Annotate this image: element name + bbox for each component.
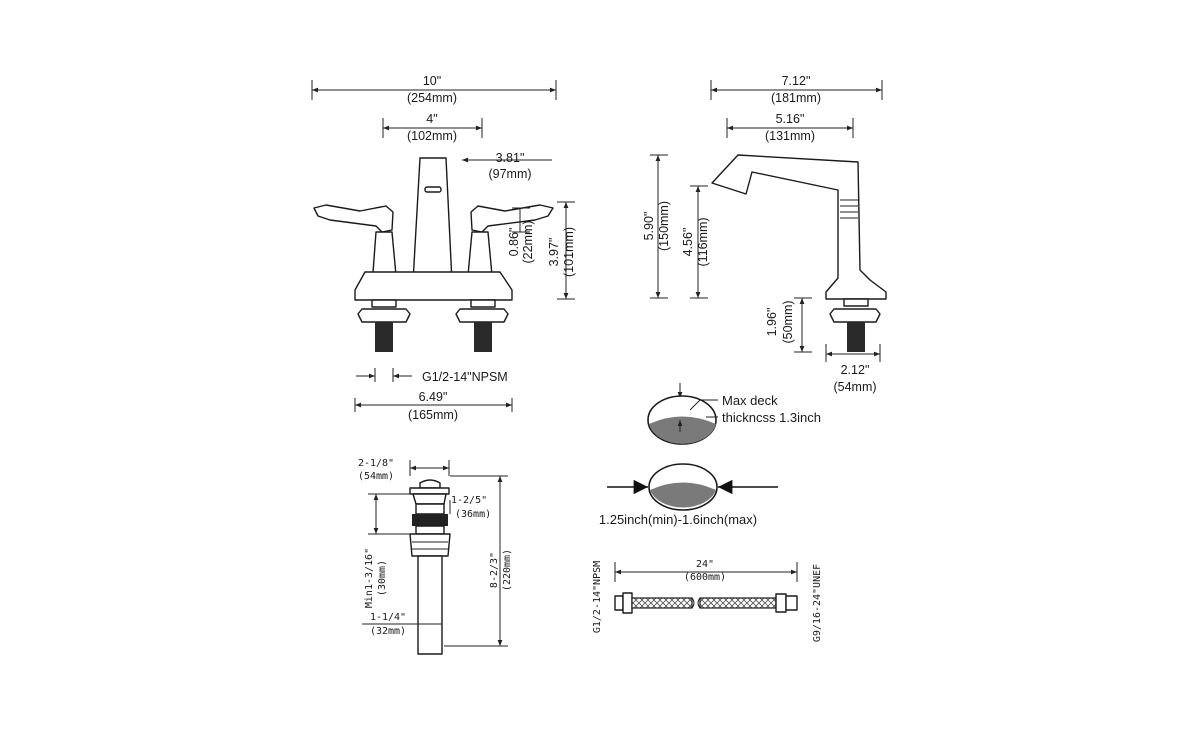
total-depth-in: 7.12" bbox=[782, 74, 811, 88]
spout-reach-in: 5.16" bbox=[776, 112, 805, 126]
handle-height-mm: (22mm) bbox=[521, 220, 535, 263]
total-length-mm: (220mm) bbox=[502, 549, 513, 591]
overall-width-mm: (254mm) bbox=[407, 91, 457, 105]
dim-thread: G1/2-14"NPSM bbox=[356, 368, 508, 384]
dim-shank-spread: 6.49" (165mm) bbox=[354, 390, 513, 422]
flange-width-mm: (54mm) bbox=[358, 471, 394, 482]
dim-total-depth: 7.12" (181mm) bbox=[710, 74, 883, 105]
dim-tail-dia: 1-1/4" (32mm) bbox=[362, 612, 418, 637]
dim-spout-height: 4.56" (116mm) bbox=[681, 185, 710, 299]
dim-flange-width: 2-1/8" (54mm) bbox=[358, 458, 450, 482]
min-length-in: Min1-3/16" bbox=[364, 548, 375, 608]
spout-reach-mm: (131mm) bbox=[765, 129, 815, 143]
hose-left-thread: G1/2-14"NPSM bbox=[592, 561, 603, 633]
handle-height-in: 0.86" bbox=[507, 228, 521, 257]
body-height-mm: (101mm) bbox=[562, 227, 576, 277]
overall-width-in: 10" bbox=[423, 74, 441, 88]
spout-height-mm: (116mm) bbox=[696, 217, 710, 266]
shank-spread-mm: (165mm) bbox=[408, 408, 458, 422]
hose-right-thread: G9/16-24"UNEF bbox=[812, 564, 823, 642]
shank-length-in: 1.96" bbox=[765, 308, 779, 337]
deck-thickness-detail: Max deck thickncss 1.3inch bbox=[647, 383, 821, 445]
faucet-front-outline bbox=[313, 157, 554, 352]
spout-height-in: 4.56" bbox=[681, 228, 695, 257]
dim-body-height: 3.97" (101mm) bbox=[547, 201, 576, 300]
flange-width-in: 2-1/8" bbox=[358, 458, 394, 469]
hose-length-in: 24" bbox=[696, 559, 714, 570]
body-height-in: 3.97" bbox=[547, 238, 561, 267]
total-height-in: 5.90" bbox=[642, 212, 656, 241]
dim-hose-length: 24" (600mm) bbox=[614, 559, 798, 583]
dim-base-width: 2.12" (54mm) bbox=[825, 344, 881, 394]
faucet-side-outline bbox=[711, 154, 887, 352]
tail-dia-in: 1-1/4" bbox=[370, 612, 406, 623]
base-width-mm: (54mm) bbox=[833, 380, 876, 394]
min-length-mm: (30mm) bbox=[377, 560, 388, 596]
spout-offset-mm: (97mm) bbox=[488, 167, 531, 181]
dim-total-length: 8-2/3" (220mm) bbox=[444, 475, 513, 647]
hole-diameter-detail: 1.25inch(min)-1.6inch(max) bbox=[599, 463, 778, 527]
spout-offset-in: 3.81" bbox=[496, 151, 525, 165]
thread-label: G1/2-14"NPSM bbox=[422, 370, 508, 384]
total-depth-mm: (181mm) bbox=[771, 91, 821, 105]
dim-center-spread: 4" (102mm) bbox=[382, 112, 483, 143]
total-length-in: 8-2/3" bbox=[489, 552, 500, 588]
hole-range-label: 1.25inch(min)-1.6inch(max) bbox=[599, 512, 757, 527]
dim-overall-width: 10" (254mm) bbox=[311, 74, 557, 105]
total-height-mm: (150mm) bbox=[657, 201, 671, 251]
drain-outline bbox=[409, 479, 451, 655]
hose-drawing: 24" (600mm) G1/2-14"NPSM G9/16-24"UNEF bbox=[592, 559, 823, 642]
side-view: 7.12" (181mm) 5.16" (131mm) 5.90" (150mm bbox=[642, 74, 887, 394]
tail-dia-mm: (32mm) bbox=[370, 626, 406, 637]
max-deck-line2: thickncss 1.3inch bbox=[722, 410, 821, 425]
dim-min-length: Min1-3/16" (30mm) bbox=[364, 493, 416, 608]
base-width-in: 2.12" bbox=[841, 363, 870, 377]
dim-spout-offset: 3.81" (97mm) bbox=[462, 151, 552, 181]
dim-shank-length: 1.96" (50mm) bbox=[765, 297, 812, 353]
dim-spout-reach: 5.16" (131mm) bbox=[726, 112, 854, 143]
center-spread-mm: (102mm) bbox=[407, 129, 457, 143]
front-view: 10" (254mm) 4" (102mm) 3.81" (97mm) bbox=[311, 74, 576, 422]
body-dia-mm: (36mm) bbox=[455, 509, 491, 520]
hose-length-mm: (600mm) bbox=[684, 572, 726, 583]
dim-total-height: 5.90" (150mm) bbox=[642, 154, 671, 299]
hose-outline bbox=[614, 592, 798, 614]
body-dia-in: 1-2/5" bbox=[451, 495, 487, 506]
center-spread-in: 4" bbox=[426, 112, 437, 126]
max-deck-line1: Max deck bbox=[722, 393, 778, 408]
shank-length-mm: (50mm) bbox=[781, 300, 795, 343]
drain-drawing: 2-1/8" (54mm) 1-2/5" (36mm) Min1-3/16" (… bbox=[358, 458, 513, 655]
shank-spread-in: 6.49" bbox=[419, 390, 448, 404]
dim-body-dia: 1-2/5" (36mm) bbox=[449, 495, 491, 520]
dim-handle-height: 0.86" (22mm) bbox=[507, 207, 535, 264]
